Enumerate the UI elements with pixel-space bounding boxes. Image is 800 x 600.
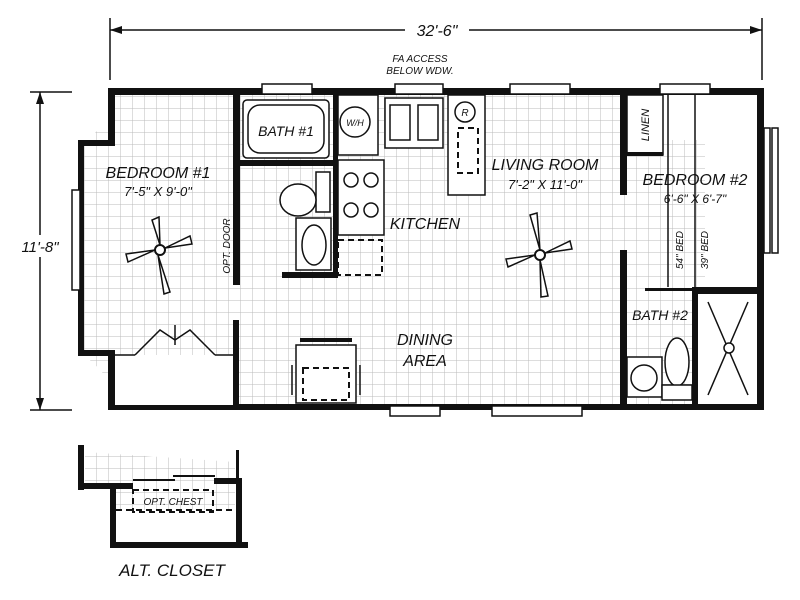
refrigerator-label: R [461, 108, 468, 119]
water-heater-label: W/H [346, 118, 364, 128]
living-room-label: LIVING ROOM [492, 157, 599, 174]
dining-table [291, 338, 361, 404]
bed-39-label: 39" BED [700, 231, 711, 269]
bedroom2-size: 6'-6" X 6'-7" [664, 192, 727, 206]
bath1-fixtures [242, 99, 332, 271]
living-room-size: 7'-2" X 11'-0" [508, 177, 583, 192]
bedroom1-closet [115, 325, 233, 405]
width-label: 32'-6" [417, 23, 459, 40]
bath2-label: BATH #2 [632, 307, 688, 323]
linen-label: LINEN [640, 109, 652, 141]
alt-closet-inset: OPT. CHEST ALT. CLOSET [78, 445, 248, 580]
alt-closet-label: ALT. CLOSET [118, 561, 226, 580]
dining-label: DINING [397, 332, 453, 349]
width-dimension: 32'-6" [109, 18, 763, 80]
bath2-fixtures [626, 294, 757, 404]
windows [71, 83, 779, 417]
bedroom1-label: BEDROOM #1 [106, 165, 211, 182]
fa-access-label: FA ACCESS [392, 54, 448, 65]
bath1-label: BATH #1 [258, 123, 314, 139]
kitchen-fixtures [337, 94, 486, 276]
dining-area-label: AREA [402, 353, 447, 370]
fa-access-note: BELOW WDW. [386, 66, 453, 77]
bedroom2-beds [667, 95, 696, 287]
opt-door [236, 180, 240, 285]
ceiling-fan-icon [125, 215, 193, 295]
ceiling-fan-icon [505, 212, 573, 298]
depth-label: 11'-8" [21, 239, 59, 256]
kitchen-label: KITCHEN [390, 216, 461, 233]
bedroom1-size: 7'-5" X 9'-0" [124, 184, 193, 199]
opt-door-label: OPT. DOOR [222, 218, 233, 273]
opt-chest-label: OPT. CHEST [143, 497, 203, 508]
bed-54-label: 54" BED [675, 231, 686, 269]
bedroom2-label: BEDROOM #2 [643, 172, 748, 189]
depth-dimension: 11'-8" [14, 91, 72, 411]
